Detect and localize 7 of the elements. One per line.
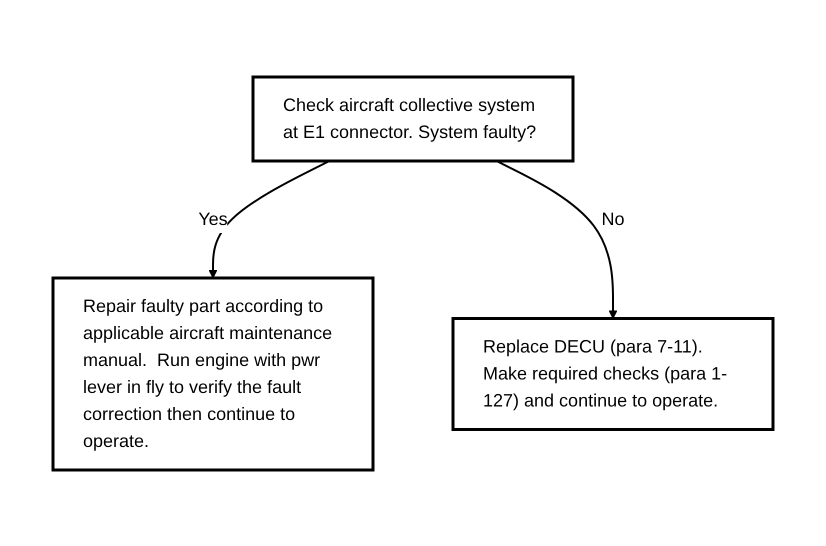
node-box: Check aircraft collective system at E1 connector. System faulty? (252, 75, 574, 162)
node-box: Replace DECU (para 7-11). Make required checks (para 1-127) and continue to operate. (452, 316, 774, 430)
arrow (208, 160, 330, 278)
arrow (496, 160, 618, 318)
node-box: Repair faulty part according to applicable aircraft maintenance manual. Run engine with pwr lever in fly to verify the fault correction then continue to operate. (52, 276, 374, 471)
edge-label: Yes (198, 208, 228, 228)
edge-label: No (601, 208, 625, 228)
